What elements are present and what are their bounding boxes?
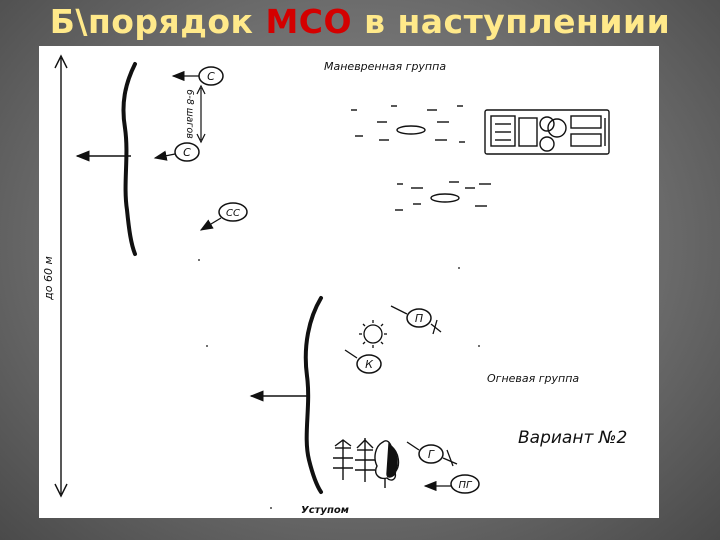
conifer-tree-icon-2	[355, 438, 375, 482]
marker-k-label: К	[365, 358, 374, 371]
interval-dimension: 6-8 шагов	[184, 84, 206, 144]
formation-diagram: до 60 м С 6-8 шагов С СС	[42, 54, 610, 516]
marker-g-label: Г	[428, 448, 435, 461]
title-accent: МСО	[265, 2, 353, 41]
marker-k: К	[344, 349, 382, 374]
marker-p: П	[390, 305, 442, 335]
marker-g: Г	[406, 441, 458, 467]
vehicle-formation-lower	[395, 181, 491, 211]
depth-arrow-top	[54, 54, 68, 69]
title-tail: в наступлениии	[352, 2, 671, 41]
terrain-dots	[198, 259, 480, 509]
marker-cc-label: СС	[226, 208, 240, 219]
marker-c-bottom-label: С	[183, 146, 191, 159]
marker-c-top-label: С	[207, 70, 215, 83]
diagram-panel: до 60 м С 6-8 шагов С СС	[39, 46, 659, 518]
interval-label: 6-8 шагов	[184, 89, 195, 139]
variant-label: Вариант №2	[518, 428, 628, 448]
armored-vehicle-icon	[484, 109, 610, 155]
title-lead: Б\порядок	[49, 2, 266, 41]
vehicle-formation-upper	[351, 105, 465, 143]
conifer-tree-icon	[333, 439, 353, 480]
maneuver-group-label: Маневренная группа	[324, 60, 446, 73]
depth-label: до 60 м	[42, 256, 55, 301]
marker-pg-label: ПГ	[458, 480, 473, 491]
slide-title: Б\порядок МСО в наступлениии	[0, 0, 720, 44]
marker-p-label: П	[415, 312, 423, 325]
formation-label: Уступом	[301, 505, 349, 516]
sun-icon	[359, 320, 387, 348]
fire-front-line	[303, 296, 323, 494]
marker-c-top: С	[171, 66, 224, 86]
deciduous-tree-icon	[374, 440, 400, 488]
marker-pg: ПГ	[423, 474, 480, 494]
depth-arrow-bottom	[54, 483, 68, 498]
marker-c-bottom: С	[153, 142, 200, 162]
marker-cc: СС	[199, 202, 248, 231]
fire-group-label: Огневая группа	[487, 372, 579, 385]
maneuver-front-line	[121, 62, 137, 256]
depth-dimension: до 60 м	[42, 54, 68, 498]
